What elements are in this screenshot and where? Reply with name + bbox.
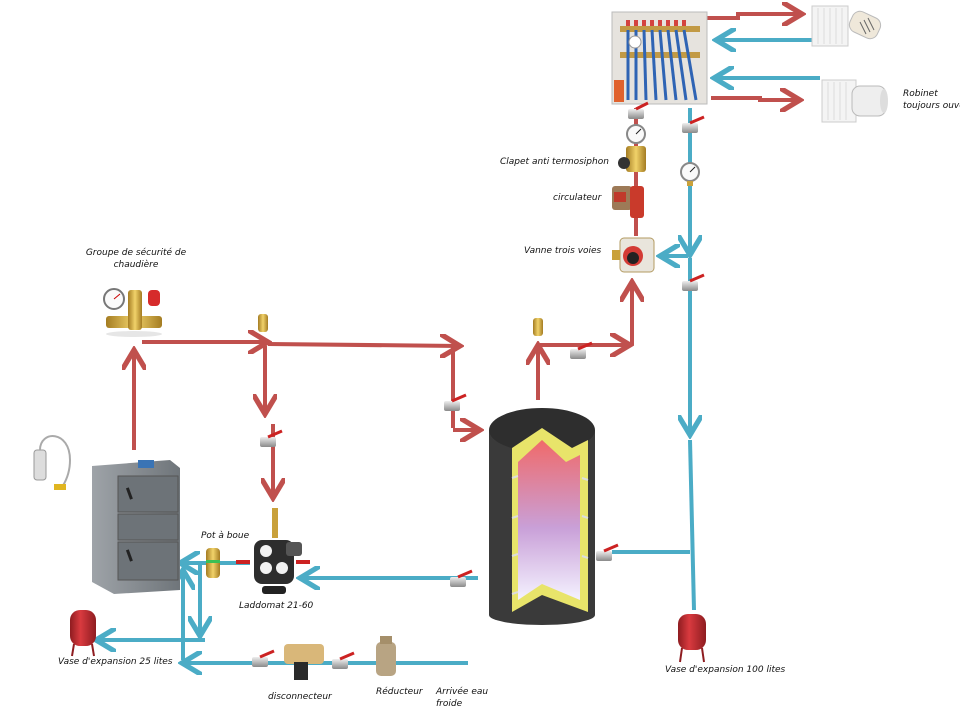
pressure-gauge xyxy=(626,124,646,144)
label-circulateur: circulateur xyxy=(553,193,602,203)
ball-valve[interactable] xyxy=(596,543,619,561)
label-vase-25: Vase d'expansion 25 lites xyxy=(58,657,173,667)
air-vent xyxy=(258,314,268,332)
label-disconnecteur: disconnecteur xyxy=(268,692,332,702)
ball-valve[interactable] xyxy=(682,115,705,133)
laddomat-unit xyxy=(236,508,310,594)
label-reducteur: Réducteur xyxy=(376,687,423,697)
buffer-tank xyxy=(489,408,595,625)
pipe-hot-main-2 xyxy=(267,344,460,346)
cap-icon xyxy=(851,85,888,117)
label-vase-100: Vase d'expansion 100 lites xyxy=(665,665,786,675)
expansion-vessel-25 xyxy=(70,610,96,657)
dirt-separator xyxy=(206,548,220,578)
ball-valve[interactable] xyxy=(570,341,593,359)
label-pot-a-boue: Pot à boue xyxy=(201,531,250,541)
label-groupe-securite: Groupe de sécurité de chaudière xyxy=(85,248,187,270)
ball-valve[interactable] xyxy=(252,649,275,667)
ball-valve[interactable] xyxy=(260,429,283,447)
wood-boiler xyxy=(92,460,180,594)
cold-pipes xyxy=(96,40,820,663)
circulator-pump xyxy=(612,186,644,218)
ball-valve[interactable] xyxy=(628,101,649,119)
three-way-valve xyxy=(612,237,655,273)
ball-valve[interactable] xyxy=(682,273,705,291)
expansion-vessel-100 xyxy=(678,614,706,663)
label-clapet: Clapet anti termosiphon xyxy=(500,157,609,167)
anti-thermosiphon-valve xyxy=(618,146,646,172)
boiler-safety-group xyxy=(103,288,162,337)
pressure-reducer xyxy=(376,636,396,676)
ball-valves xyxy=(252,101,705,669)
ball-valve[interactable] xyxy=(450,569,473,587)
ball-valve[interactable] xyxy=(332,651,355,669)
pipe-return-column-3 xyxy=(688,439,696,611)
thermal-discharge-valve xyxy=(33,435,72,490)
ball-valve[interactable] xyxy=(444,393,467,411)
pipe-hot-radiator-1 xyxy=(707,14,802,18)
backflow-disconnector xyxy=(284,644,324,680)
pressure-gauge xyxy=(680,162,700,186)
thermostatic-head-icon xyxy=(848,10,882,40)
pipe-hot-radiator-2 xyxy=(711,98,800,100)
air-vent xyxy=(533,318,543,336)
label-laddomat: Laddomat 21-60 xyxy=(239,601,314,611)
radiator-thermostatic xyxy=(811,5,882,47)
radiator-open-valve xyxy=(821,79,888,123)
collector-manifold xyxy=(611,11,708,105)
label-arrivee: Arrivée eau froide xyxy=(436,687,489,709)
label-robinet: Robinet toujours ouvert xyxy=(903,89,960,111)
label-vanne: Vanne trois voies xyxy=(524,246,602,256)
